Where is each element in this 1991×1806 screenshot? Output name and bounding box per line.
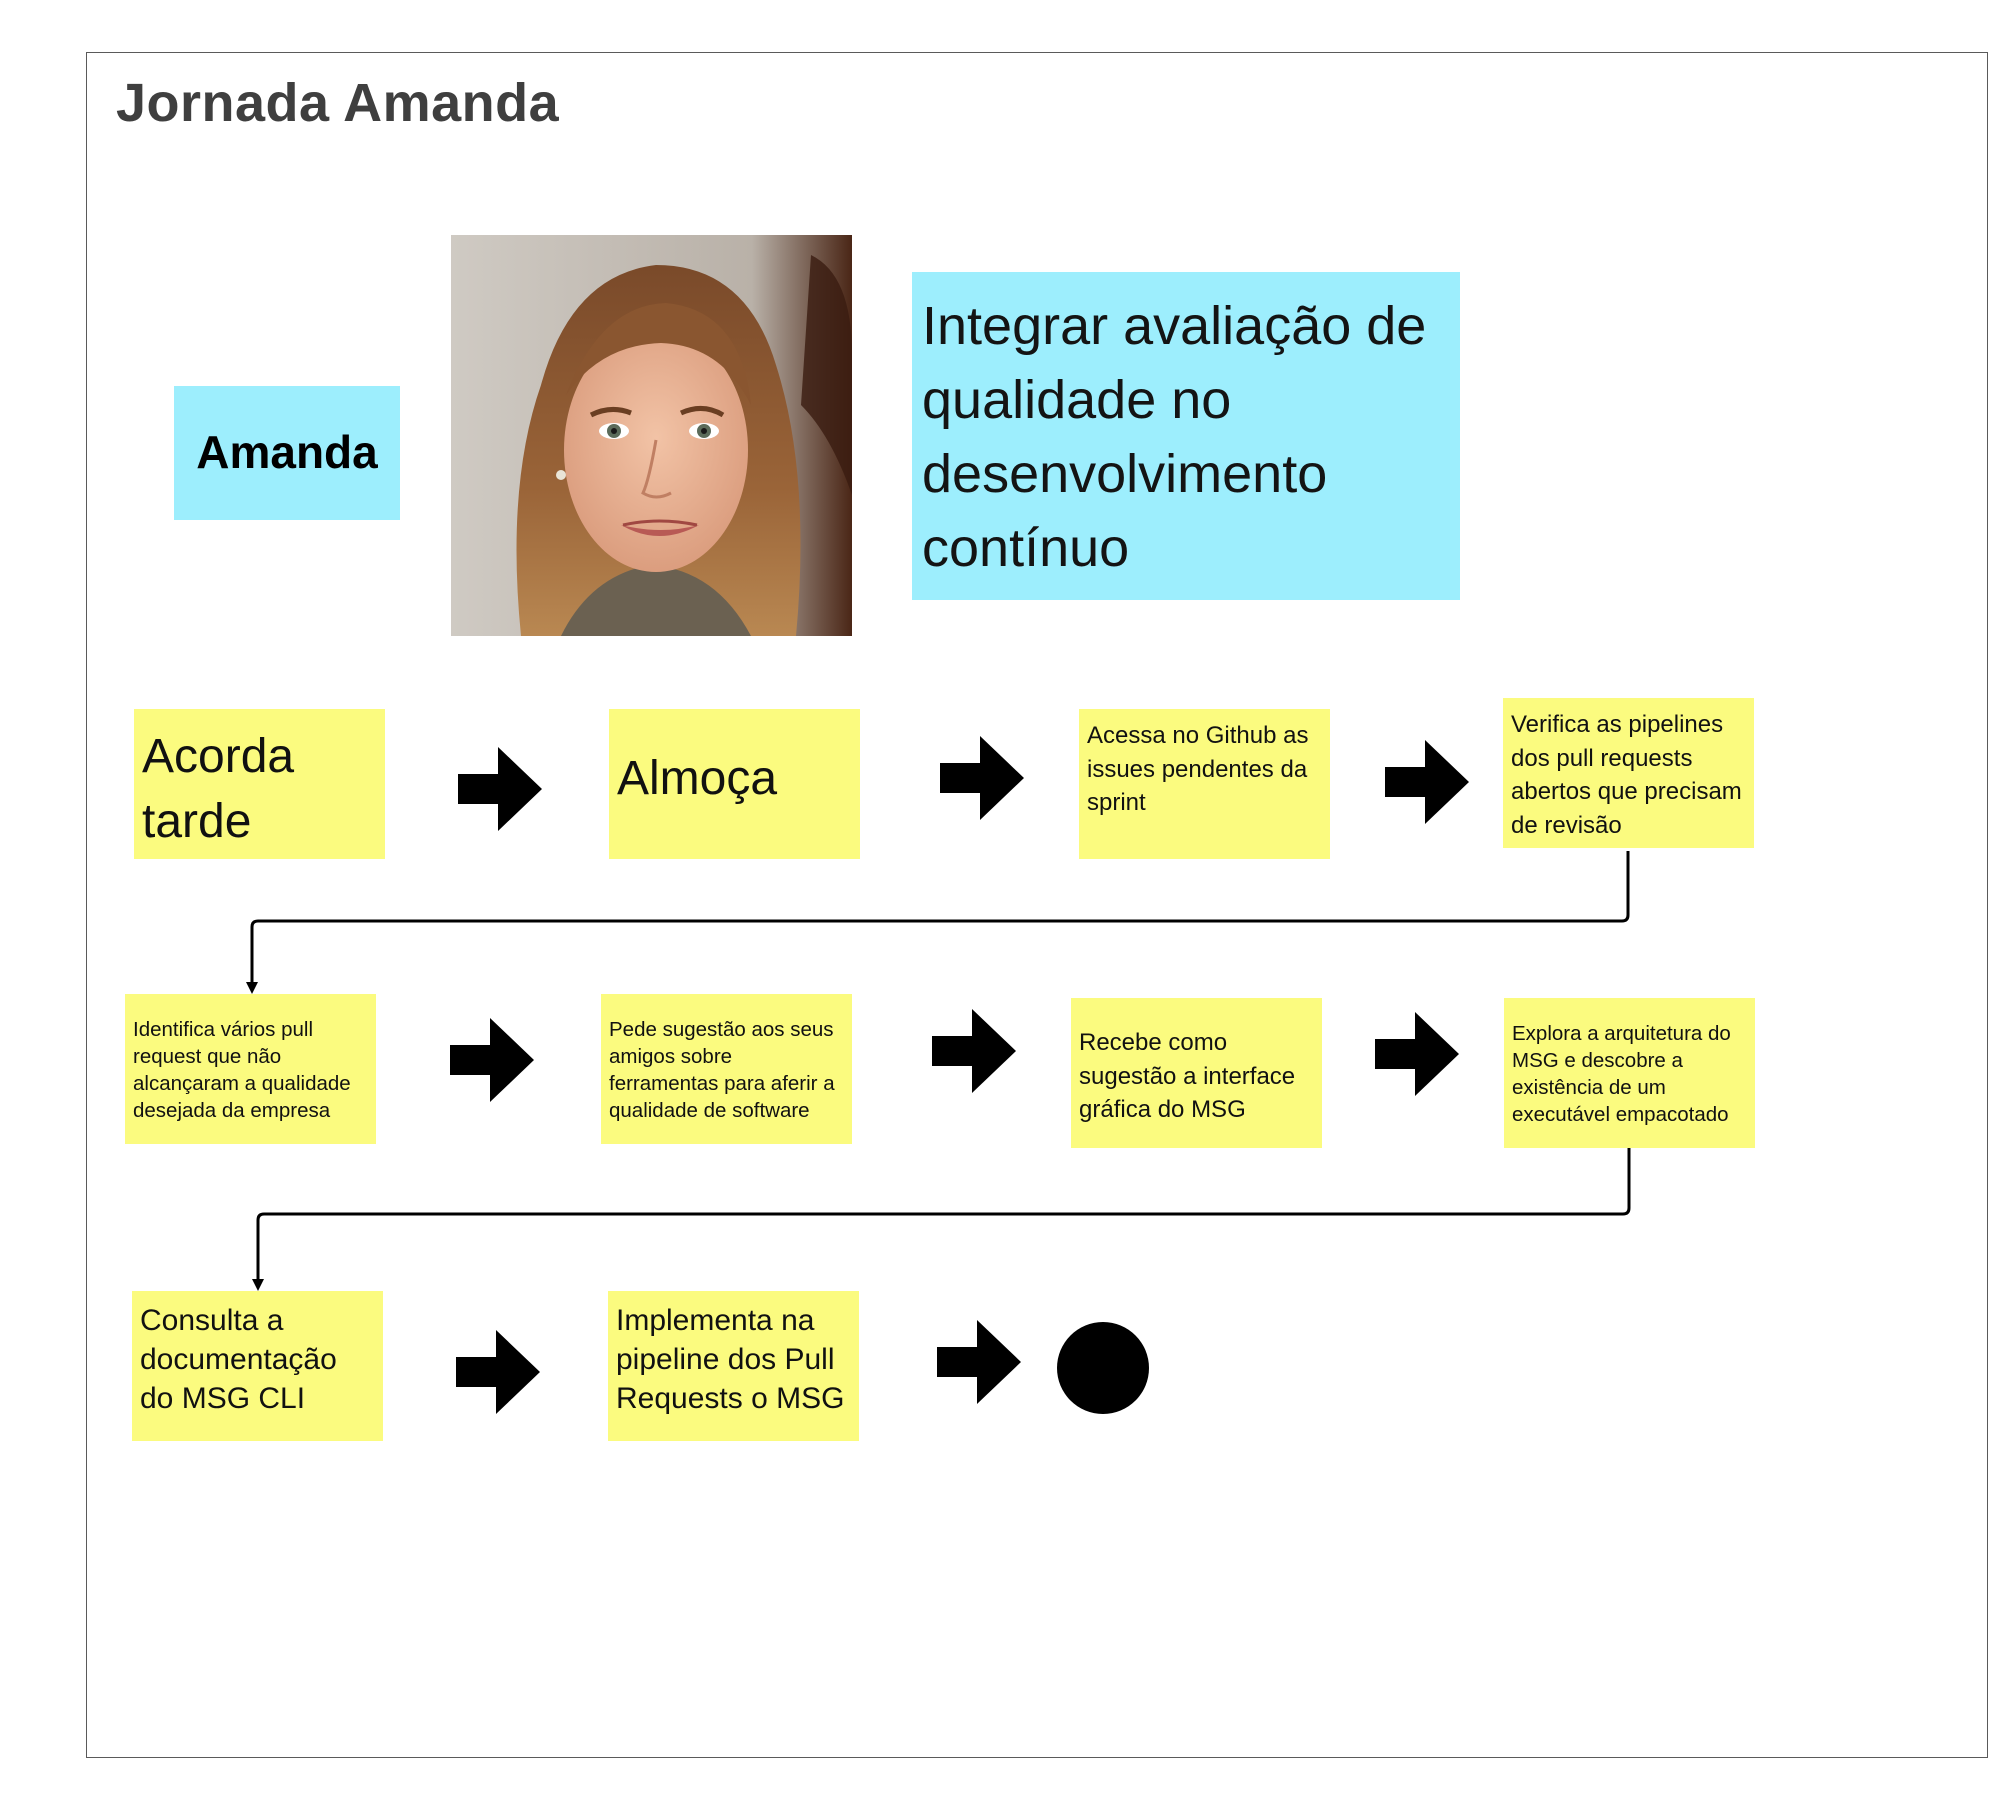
right-arrow-icon [456, 1330, 540, 1414]
right-arrow-icon [932, 1009, 1016, 1093]
journey-step-10-text: Implementa na pipeline dos Pull Requests… [616, 1304, 845, 1415]
persona-name: Amanda [196, 426, 378, 479]
journey-step-6[interactable]: Pede sugestão aos seus amigos sobre ferr… [601, 994, 852, 1144]
right-arrow-icon [940, 736, 1024, 820]
journey-step-8-text: Explora a arquitetura do MSG e descobre … [1512, 1022, 1731, 1127]
journey-step-2[interactable]: Almoça [609, 709, 860, 859]
journey-step-10[interactable]: Implementa na pipeline dos Pull Requests… [608, 1291, 859, 1441]
journey-step-9[interactable]: Consulta a documentação do MSG CLI [132, 1291, 383, 1441]
persona-goal-text: Integrar avaliação de qualidade no desen… [922, 296, 1427, 578]
journey-step-3-text: Acessa no Github as issues pendentes da … [1087, 722, 1309, 817]
journey-step-1[interactable]: Acorda tarde [134, 709, 385, 859]
right-arrow-icon [1375, 1012, 1459, 1096]
journey-step-5[interactable]: Identifica vários pull request que não a… [125, 994, 376, 1144]
right-arrow-icon [937, 1320, 1021, 1404]
persona-photo-image [451, 235, 852, 636]
right-arrow-icon [450, 1018, 534, 1102]
right-arrow-icon [1385, 740, 1469, 824]
journey-step-2-text: Almoça [617, 751, 778, 805]
journey-step-3[interactable]: Acessa no Github as issues pendentes da … [1079, 709, 1330, 859]
journey-step-6-text: Pede sugestão aos seus amigos sobre ferr… [609, 1018, 835, 1123]
persona-name-sticky[interactable]: Amanda [174, 386, 400, 520]
persona-goal-sticky[interactable]: Integrar avaliação de qualidade no desen… [912, 272, 1460, 600]
journey-step-8[interactable]: Explora a arquitetura do MSG e descobre … [1504, 998, 1755, 1148]
journey-step-5-text: Identifica vários pull request que não a… [133, 1018, 351, 1123]
journey-step-9-text: Consulta a documentação do MSG CLI [140, 1304, 337, 1415]
journey-step-7-text: Recebe como sugestão a interface gráfica… [1079, 1029, 1296, 1124]
right-arrow-icon [458, 747, 542, 831]
persona-photo[interactable] [451, 235, 852, 636]
board-title: Jornada Amanda [116, 73, 560, 133]
journey-step-4-text: Verifica as pipelines dos pull requests … [1511, 711, 1742, 839]
journey-step-1-text: Acorda tarde [142, 730, 295, 848]
journey-step-7[interactable]: Recebe como sugestão a interface gráfica… [1071, 998, 1322, 1148]
end-circle-icon [1057, 1322, 1149, 1414]
journey-step-4[interactable]: Verifica as pipelines dos pull requests … [1503, 698, 1754, 848]
